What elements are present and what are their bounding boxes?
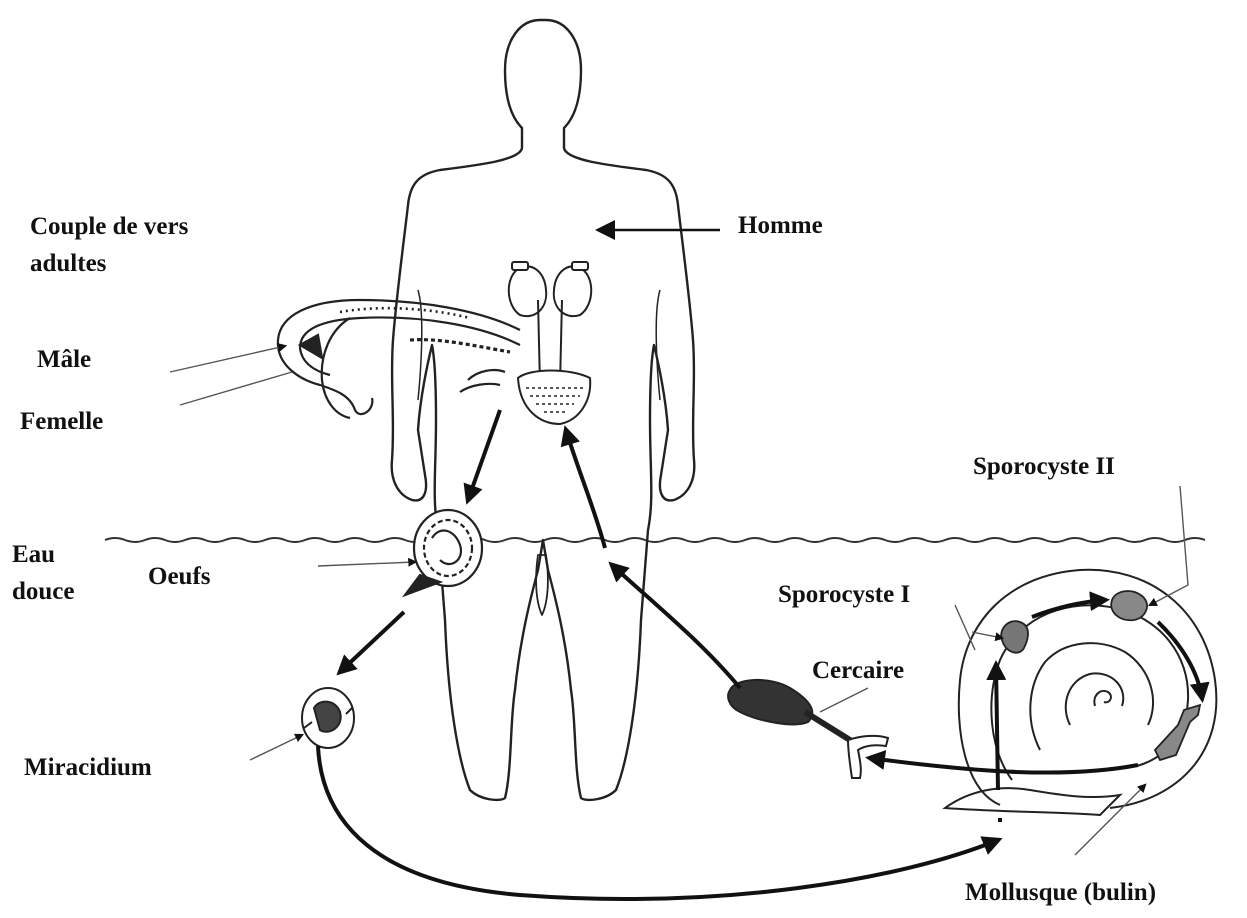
cycle-arrows	[318, 410, 1202, 899]
snail-shell-icon	[945, 570, 1216, 815]
label-oeufs: Oeufs	[148, 562, 211, 592]
label-miracidium: Miracidium	[24, 753, 152, 783]
label-couple-vers-adultes: Couple de vers adultes	[30, 208, 200, 282]
label-male: Mâle	[37, 345, 91, 375]
egg-icon	[405, 510, 482, 595]
label-sporocyste-1: Sporocyste I	[778, 580, 910, 610]
miracidium-icon	[302, 688, 354, 748]
water-surface-line	[105, 538, 1205, 542]
label-sporocyste-2: Sporocyste II	[973, 452, 1115, 482]
cercaria-icon	[728, 680, 888, 778]
label-femelle: Femelle	[20, 407, 103, 437]
label-mollusque: Mollusque (bulin)	[965, 878, 1156, 908]
worm-pair-icon	[278, 300, 520, 418]
label-cercaire: Cercaire	[812, 656, 904, 686]
label-homme: Homme	[738, 211, 823, 241]
sporocyst-icon	[1001, 591, 1200, 760]
label-eau-douce: Eau douce	[12, 536, 102, 610]
kidneys-bladder-icon	[509, 262, 592, 424]
